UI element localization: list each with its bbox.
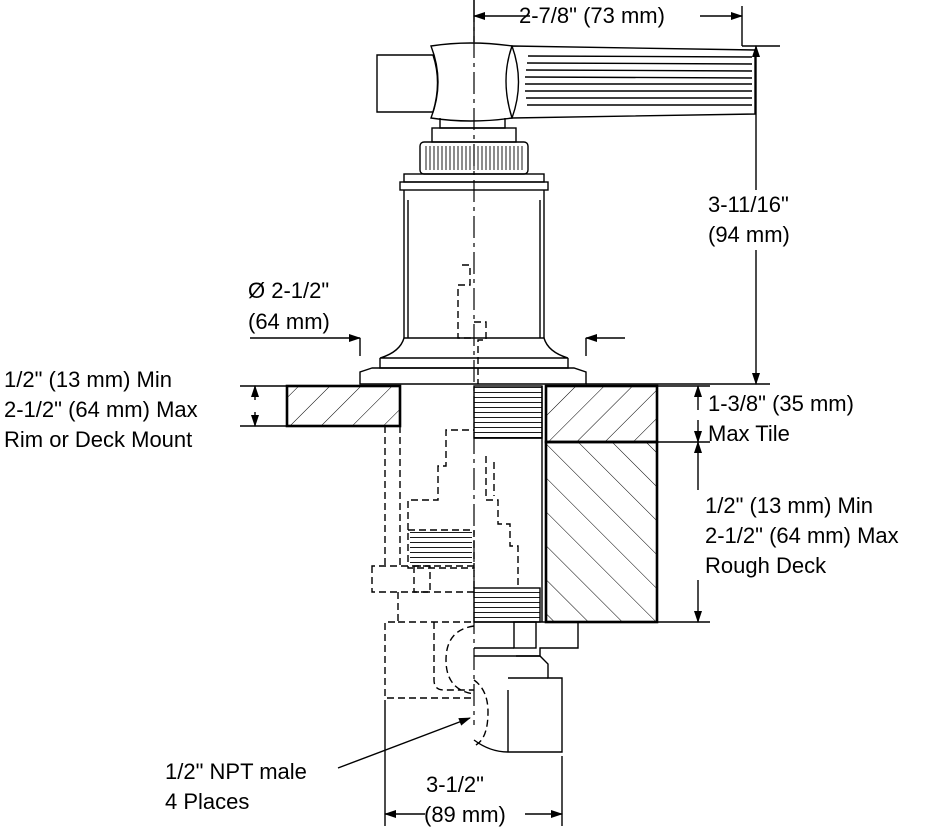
dim-rough-deck bbox=[657, 441, 710, 623]
npt-label-line1: 1/2" NPT male bbox=[165, 759, 307, 784]
rim-label-line2: 2-1/2" (64 mm) Max bbox=[4, 397, 198, 422]
escutcheon-body bbox=[359, 173, 587, 385]
dim-tile bbox=[657, 385, 710, 443]
rough-deck-section bbox=[544, 440, 659, 624]
dim-rim-thickness bbox=[240, 385, 287, 427]
dim-diameter bbox=[250, 334, 625, 356]
hidden-stem-upper bbox=[457, 264, 487, 384]
height-label-line1: 3-11/16" bbox=[708, 192, 789, 217]
base-width-label-line2: (89 mm) bbox=[424, 802, 506, 827]
knurled-ring bbox=[419, 141, 529, 175]
height-label-line2: (94 mm) bbox=[708, 222, 790, 247]
diameter-label-line2: (64 mm) bbox=[248, 309, 330, 334]
tile-label-line1: 1-3/8" (35 mm) bbox=[708, 391, 854, 416]
dim-handle-width bbox=[473, 0, 743, 46]
hidden-stem-lower bbox=[485, 456, 519, 588]
npt-label-line2: 4 Places bbox=[165, 789, 249, 814]
npt-leader bbox=[337, 717, 471, 769]
rim-deck-section bbox=[285, 384, 402, 428]
handle-grip-lines bbox=[524, 55, 753, 106]
dim-height bbox=[586, 45, 780, 385]
base-width-label-line1: 3-1/2" bbox=[426, 772, 484, 797]
lever-handle bbox=[376, 42, 756, 143]
tile-label-line2: Max Tile bbox=[708, 421, 790, 446]
handle-width-label: 2-7/8" (73 mm) bbox=[519, 3, 665, 28]
hidden-valve-body-left bbox=[371, 426, 475, 593]
rough-label-line3: Rough Deck bbox=[705, 553, 827, 578]
dim-base-width bbox=[384, 700, 563, 826]
threaded-shank bbox=[473, 385, 543, 623]
diameter-label-line1: Ø 2-1/2" bbox=[248, 278, 329, 303]
tile-section bbox=[544, 384, 659, 444]
rough-label-line2: 2-1/2" (64 mm) Max bbox=[705, 523, 899, 548]
rim-label-line3: Rim or Deck Mount bbox=[4, 427, 192, 452]
rim-label-line1: 1/2" (13 mm) Min bbox=[4, 367, 172, 392]
valve-inlet-body bbox=[384, 592, 579, 753]
rough-label-line1: 1/2" (13 mm) Min bbox=[705, 493, 873, 518]
